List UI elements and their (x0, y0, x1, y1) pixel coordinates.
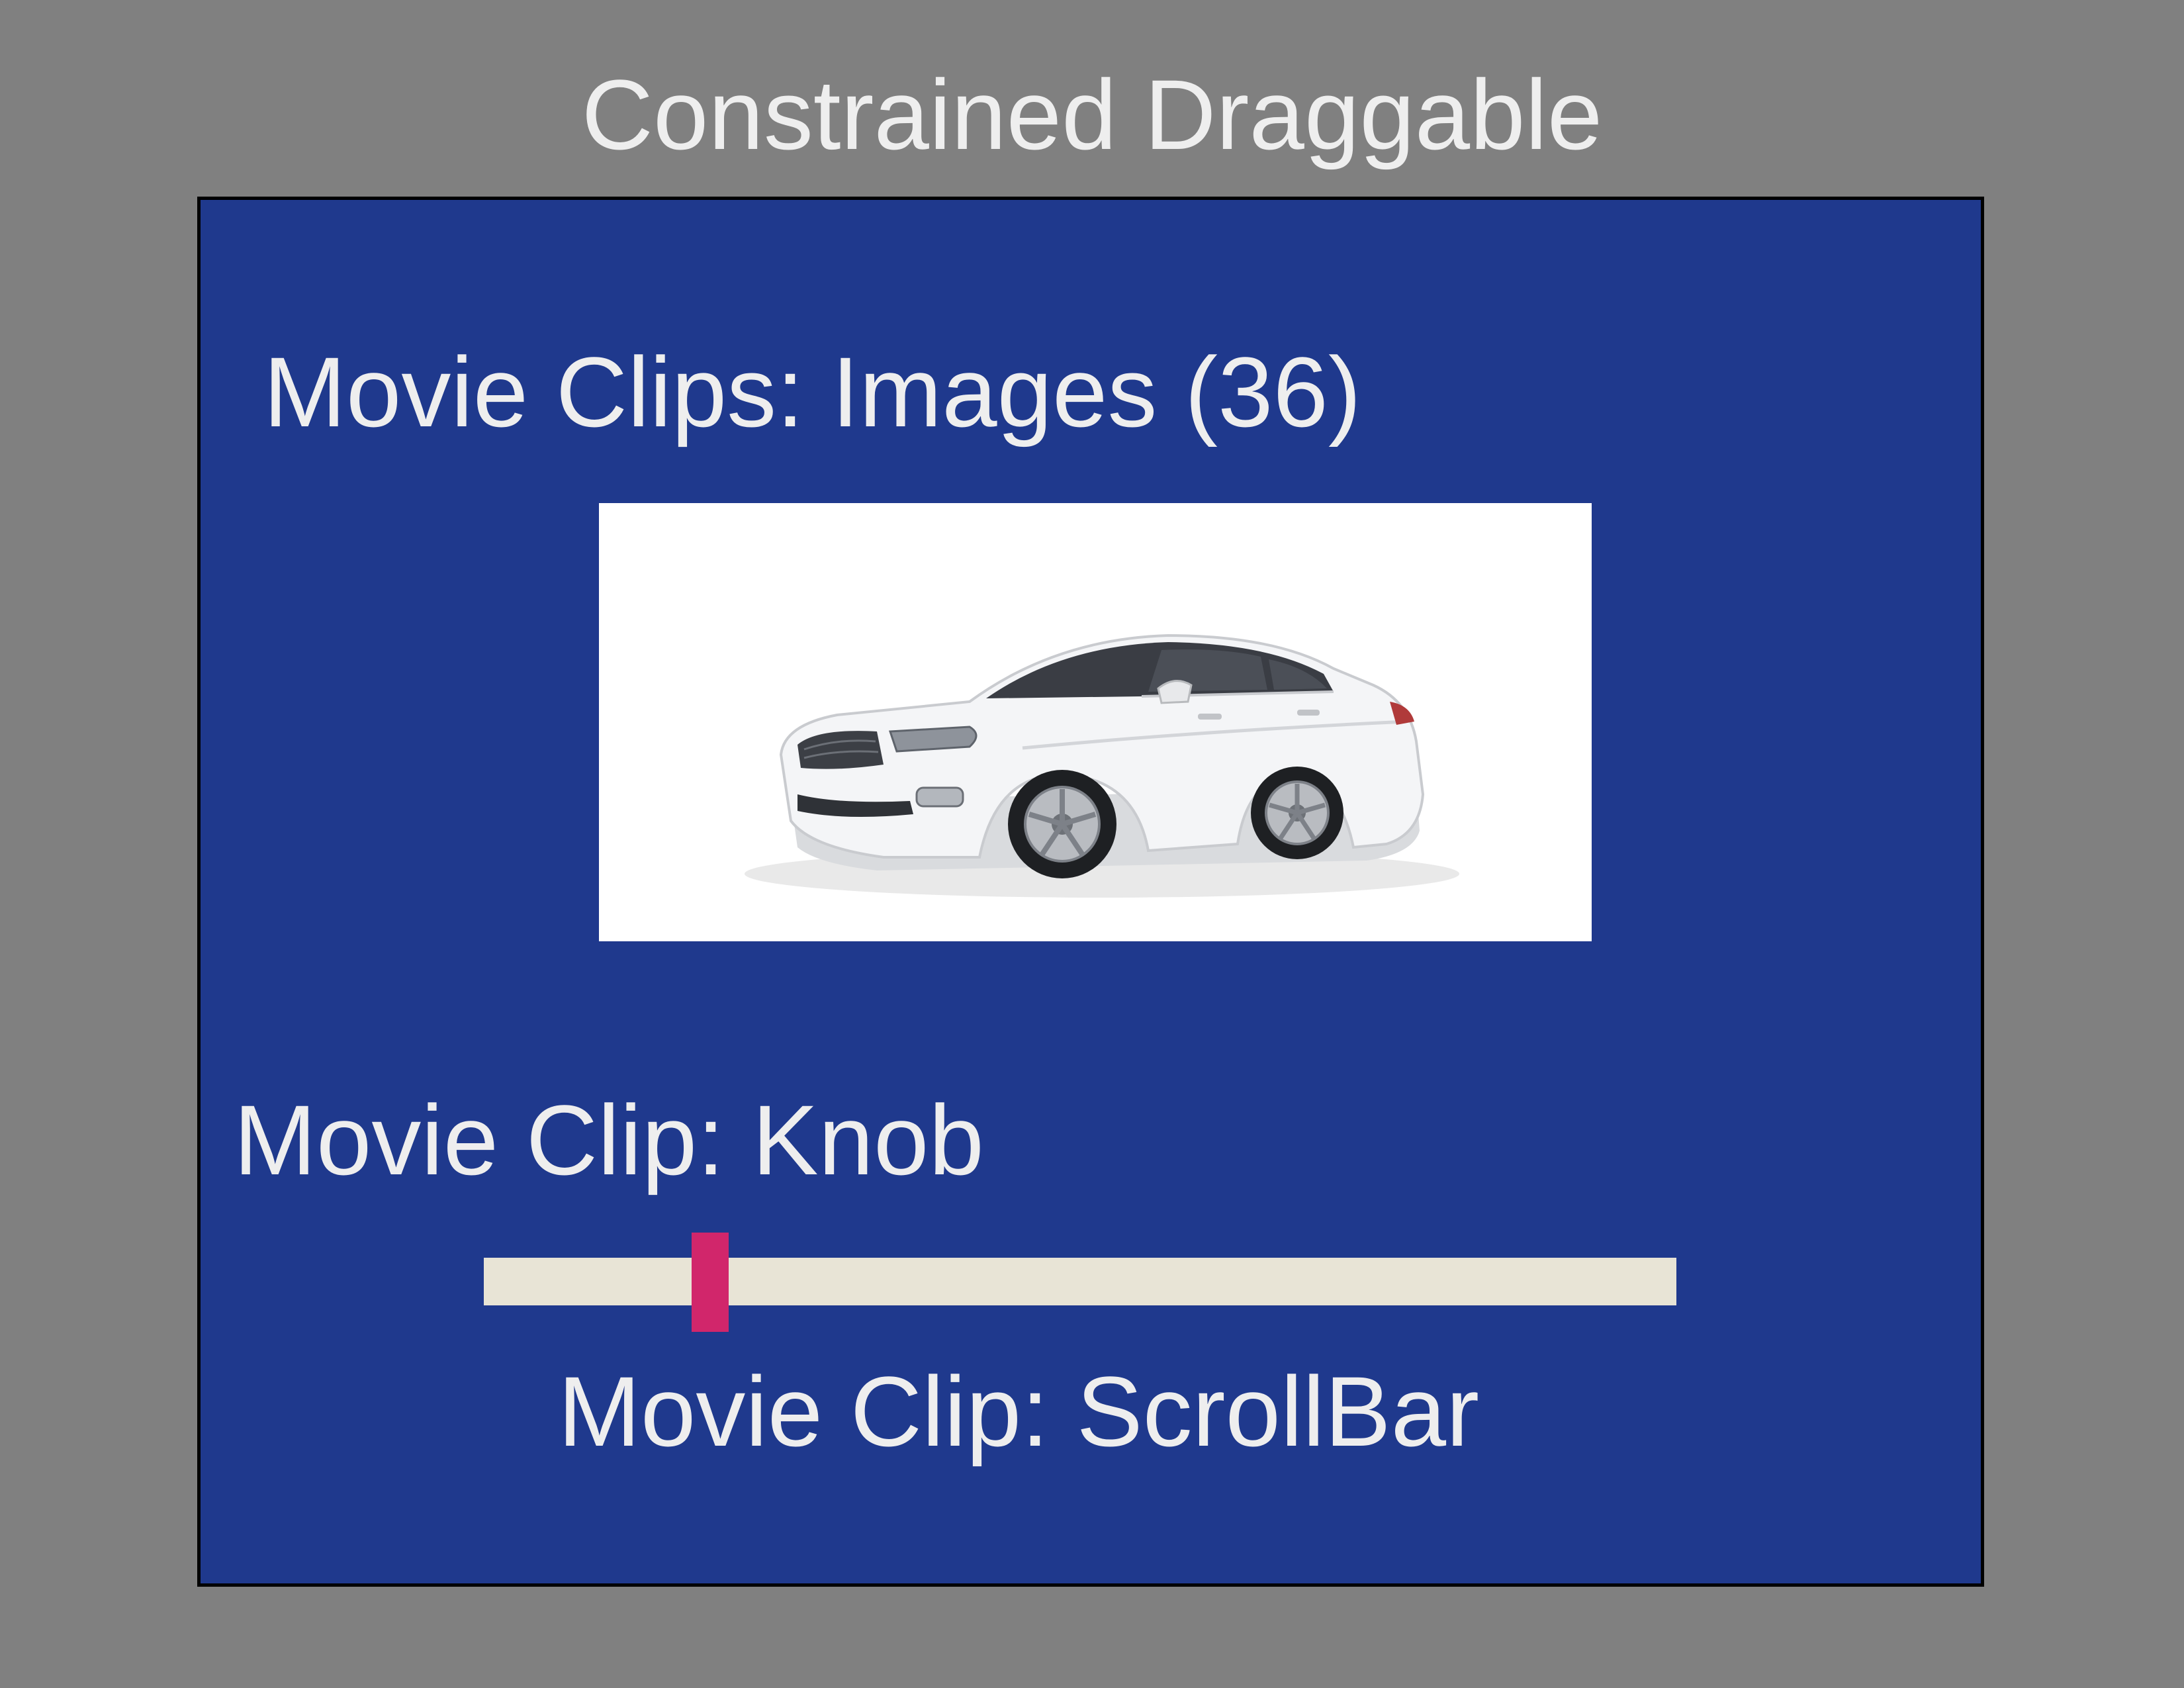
car-image (745, 633, 1459, 898)
image-frame[interactable] (599, 503, 1592, 941)
scrollbar-track[interactable] (484, 1233, 1676, 1332)
images-label: Movie Clips: Images (36) (263, 336, 1361, 447)
scrollbar-label: Movie Clip: ScrollBar (558, 1356, 1480, 1467)
stage-panel: Movie Clips: Images (36) (197, 197, 1984, 1587)
page-title: Constrained Draggable (581, 59, 1603, 170)
knob-label: Movie Clip: Knob (234, 1084, 984, 1196)
scrollbar-knob[interactable] (692, 1233, 729, 1332)
